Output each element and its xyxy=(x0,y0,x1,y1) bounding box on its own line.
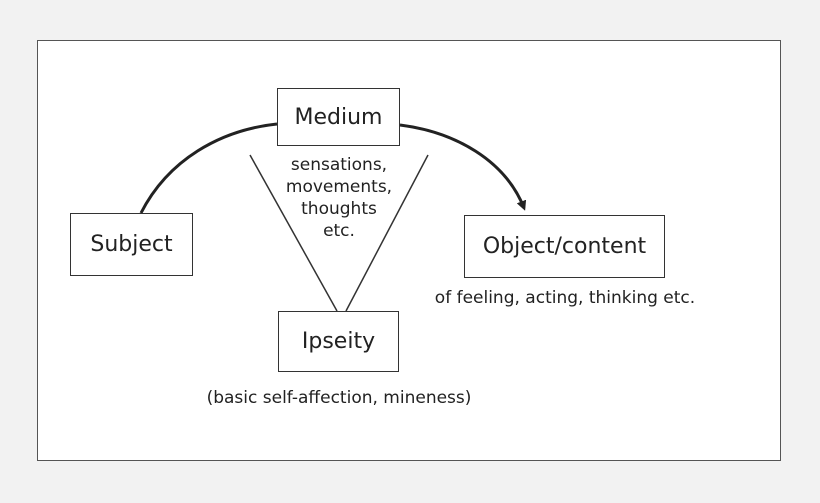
medium-example-3: thoughts xyxy=(301,199,377,219)
medium-example-4: etc. xyxy=(323,221,355,241)
medium-example-2: movements, xyxy=(285,177,393,197)
object-content-box: Object/content xyxy=(464,215,665,278)
object-caption: of feeling, acting, thinking etc. xyxy=(434,288,696,308)
medium-box: Medium xyxy=(277,88,400,146)
medium-example-1: sensations, xyxy=(290,155,388,175)
medium-examples: sensations, movements, thoughts etc. xyxy=(268,154,410,242)
subject-box: Subject xyxy=(70,213,193,276)
medium-object-arrow xyxy=(399,123,527,211)
ipseity-box: Ipseity xyxy=(278,311,399,372)
ipseity-label: Ipseity xyxy=(301,329,376,354)
subject-medium-arc xyxy=(139,122,278,214)
cone-right-line xyxy=(345,154,429,312)
cone-left-line xyxy=(249,154,338,312)
medium-label: Medium xyxy=(294,104,383,130)
subject-label: Subject xyxy=(90,232,173,257)
ipseity-caption: (basic self-affection, mineness) xyxy=(206,388,472,408)
object-content-label: Object/content xyxy=(482,234,647,259)
